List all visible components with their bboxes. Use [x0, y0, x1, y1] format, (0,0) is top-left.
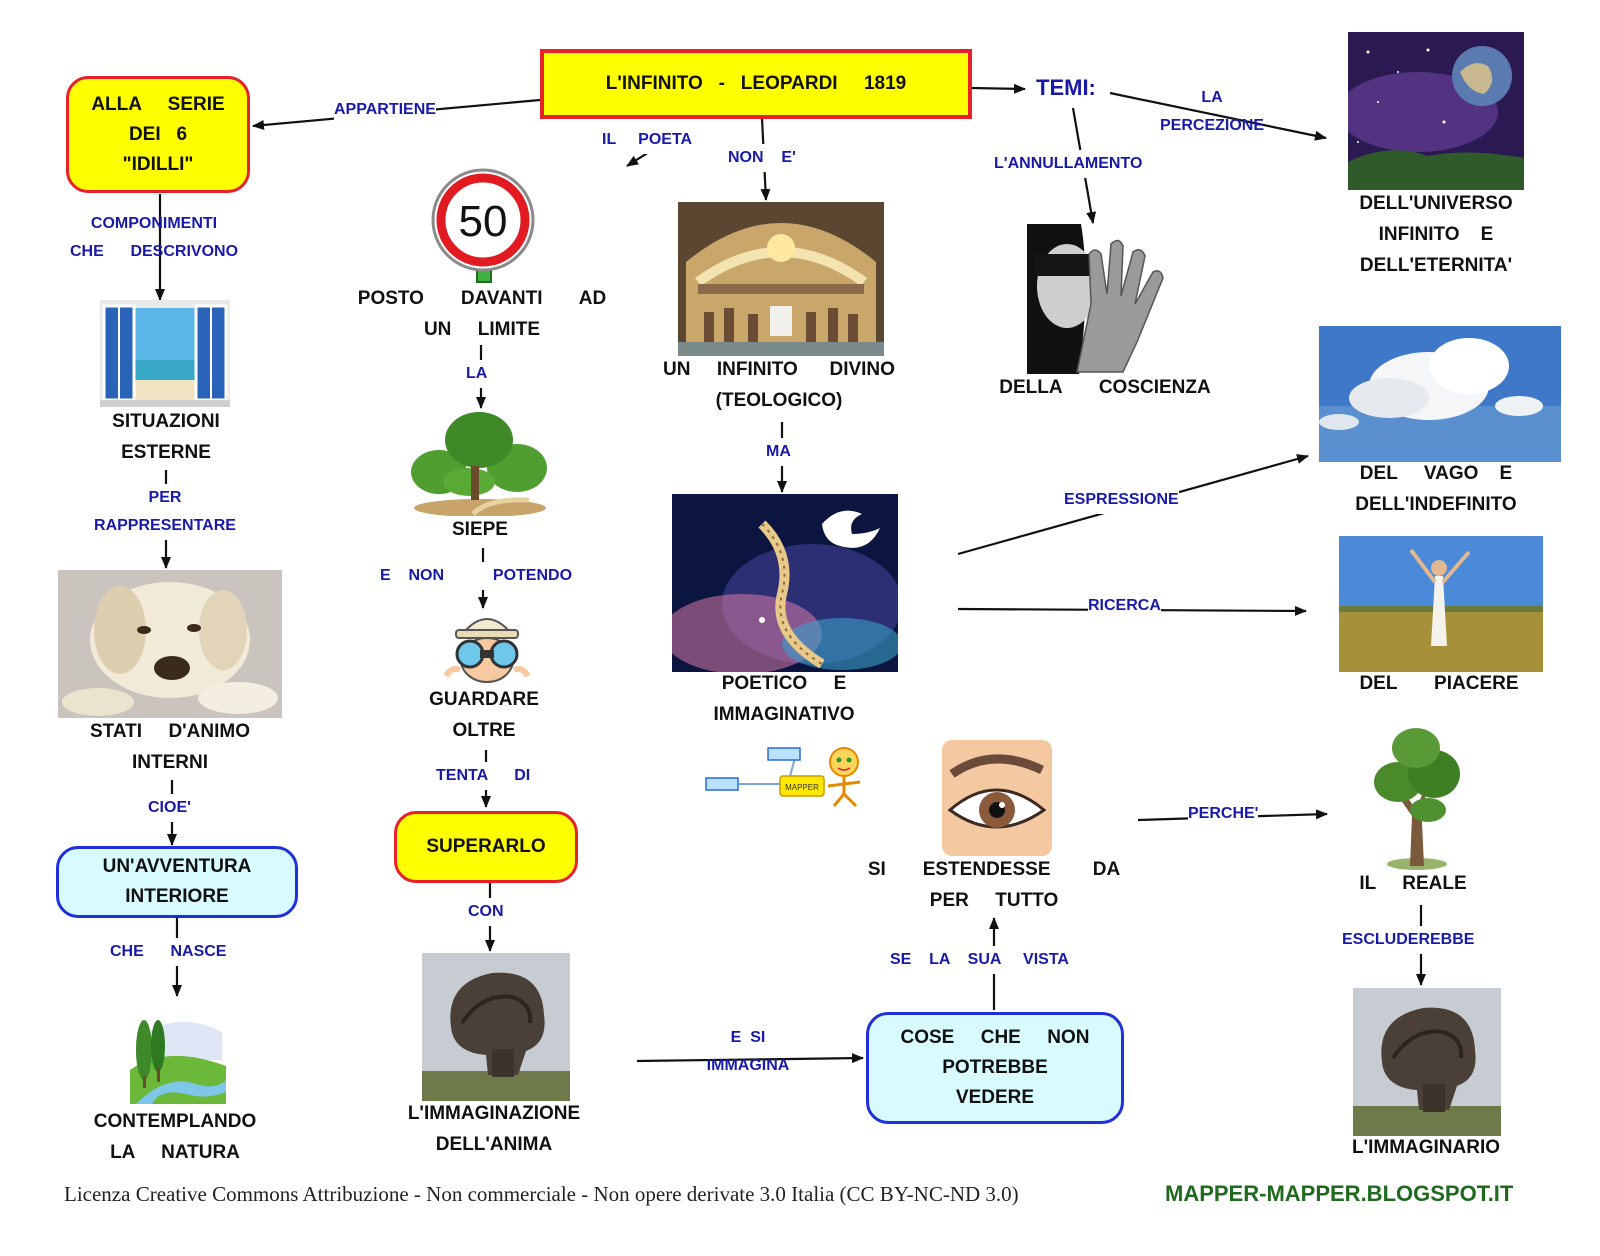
landscape-picture	[126, 1000, 230, 1106]
stairway-dove-picture	[672, 494, 898, 672]
cose-box: COSE CHE NON POTREBBE VEDERE	[866, 1012, 1124, 1124]
node-posto-davanti: POSTO DAVANTI AD UN LIMITE	[357, 288, 607, 340]
node-contemplando: CONTEMPLANDO LA NATURA	[93, 1111, 257, 1163]
title-text: L'INFINITO - LEOPARDI 1819	[605, 73, 907, 94]
link-perche: PERCHE'	[1188, 800, 1259, 828]
node-vago: DEL VAGO E DELL'INDEFINITO	[1355, 463, 1517, 515]
mapper-logo-icon: MAPPER	[704, 740, 882, 810]
tree-picture	[409, 410, 551, 516]
tree-head-picture-right	[1352, 988, 1502, 1136]
link-che-nasce: CHE NASCE	[110, 938, 227, 966]
link-per-rappresentare: PER RAPPRESENTARE	[82, 484, 248, 540]
superarlo-box: SUPERARLO	[394, 811, 578, 883]
node-estendesse: SI ESTENDESSE DA PER TUTTO	[867, 859, 1121, 911]
cose-text: COSE CHE NON POTREBBE VEDERE	[900, 1027, 1090, 1108]
link-non-e: NON E'	[728, 144, 796, 172]
arrow-temi	[971, 83, 1026, 94]
avventura-box: UN'AVVENTURA INTERIORE	[56, 846, 298, 918]
link-espressione: ESPRESSIONE	[1064, 486, 1179, 514]
node-immaginario: L'IMMAGINARIO	[1351, 1137, 1501, 1158]
mapper-logo-text: MAPPER	[785, 783, 819, 792]
avventura-text: UN'AVVENTURA INTERIORE	[102, 856, 252, 907]
speed-limit-number: 50	[459, 197, 508, 246]
speed-limit-sign-icon: 50	[429, 168, 537, 286]
footer-license: Licenza Creative Commons Attribuzione - …	[64, 1182, 1019, 1206]
link-componimenti: COMPONIMENTI CHE DESCRIVONO	[69, 215, 239, 260]
superarlo-text: SUPERARLO	[426, 836, 546, 857]
arrow-percezione	[1109, 91, 1327, 141]
node-poetico: POETICO E IMMAGINATIVO	[713, 673, 855, 725]
oak-tree-picture	[1368, 726, 1466, 872]
link-ma: MA	[766, 438, 791, 466]
link-la: LA	[466, 360, 488, 388]
woman-field-picture	[1339, 536, 1543, 672]
link-appartiene: APPARTIENE	[334, 96, 436, 124]
link-il-poeta: IL POETA	[602, 126, 693, 154]
link-e-si-immagina: E SI IMMAGINA	[706, 1029, 790, 1074]
node-universo: DELL'UNIVERSO INFINITO E DELL'ETERNITA'	[1359, 193, 1513, 276]
temi-label: TEMI:	[1036, 75, 1096, 100]
arrow-e-si-immagina	[636, 1053, 864, 1064]
node-guardare-oltre: GUARDARE OLTRE	[429, 689, 539, 741]
node-reale: IL REALE	[1359, 873, 1467, 894]
earth-space-picture	[1348, 32, 1524, 190]
footer-site-link[interactable]: MAPPER-MAPPER.BLOGSPOT.IT	[1165, 1181, 1514, 1206]
node-infinito-divino: UN INFINITO DIVINO (TEOLOGICO)	[663, 359, 895, 411]
link-escluderebbe: ESCLUDEREBBE	[1342, 926, 1475, 954]
binoculars-picture	[440, 610, 534, 686]
node-coscienza: DELLA COSCIENZA	[999, 377, 1211, 398]
link-annullamento: L'ANNULLAMENTO	[994, 150, 1143, 178]
tree-head-picture	[422, 953, 570, 1101]
fresco-picture	[678, 202, 884, 356]
serie-idilli-text: ALLA SERIE DEI 6 "IDILLI"	[91, 93, 225, 175]
link-percezione: LA PERCEZIONE	[1159, 89, 1264, 134]
eye-picture	[942, 740, 1052, 856]
clouds-picture	[1319, 326, 1561, 462]
link-se-la-sua-vista: SE LA SUA VISTA	[890, 946, 1069, 974]
node-situazioni-esterne: SITUAZIONI ESTERNE	[112, 411, 220, 463]
link-tenta-di: TENTA DI	[436, 762, 531, 790]
link-con: CON	[468, 898, 504, 926]
node-piacere: DEL PIACERE	[1359, 673, 1519, 694]
node-stati-animo: STATI D'ANIMO INTERNI	[89, 721, 251, 773]
link-ricerca: RICERCA	[1088, 592, 1161, 620]
window-picture	[100, 300, 230, 407]
node-immaginazione: L'IMMAGINAZIONE DELL'ANIMA	[407, 1103, 581, 1155]
serie-idilli-box: ALLA SERIE DEI 6 "IDILLI"	[66, 76, 250, 193]
link-e-non-potendo: E NON POTENDO	[380, 562, 573, 590]
node-siepe: SIEPE	[452, 519, 508, 540]
title-box: L'INFINITO - LEOPARDI 1819	[540, 49, 972, 119]
blindfold-hand-picture	[1027, 224, 1175, 374]
sad-dog-picture	[58, 570, 282, 718]
link-cioe: CIOE'	[148, 794, 191, 822]
